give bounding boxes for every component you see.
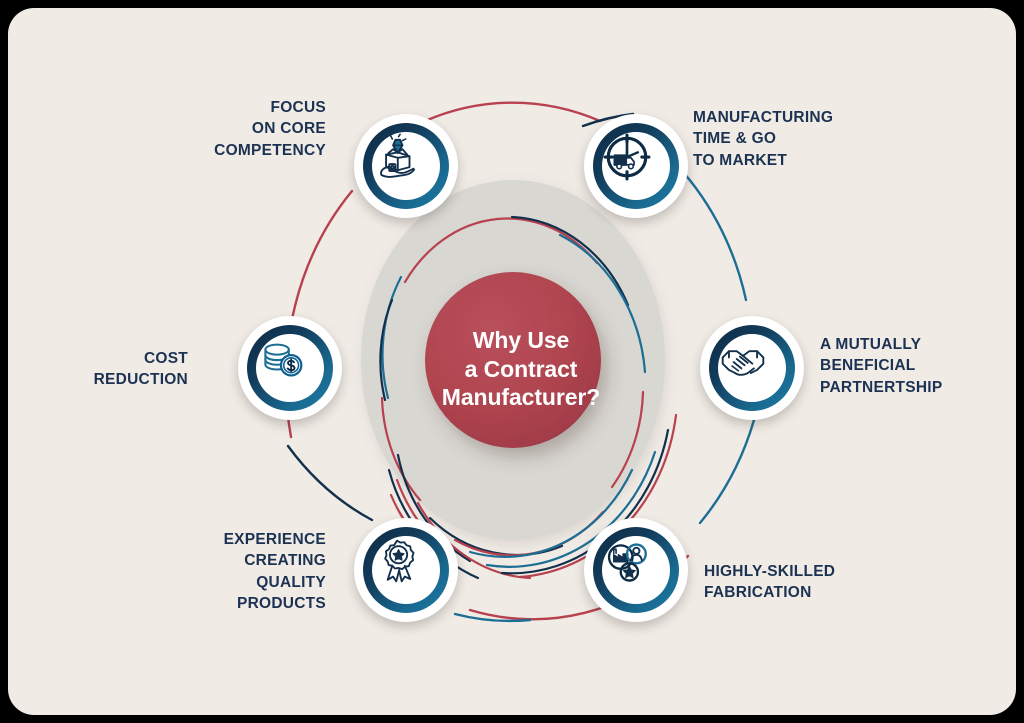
decorative-artwork xyxy=(8,8,1016,715)
node-focus-on-core-competency[interactable] xyxy=(354,114,458,218)
caption-line-3: TO MARKET xyxy=(693,151,788,169)
caption-line-2: BENEFICIAL xyxy=(820,357,916,375)
inner-arc-blue-left xyxy=(381,275,403,400)
caption-line-3: PARTNERTSHIP xyxy=(820,378,943,396)
node-experience-creating-quality-products[interactable] xyxy=(354,518,458,622)
caption-line-2: CREATING xyxy=(244,552,326,570)
puck-ring xyxy=(593,123,679,209)
lower-arc-navy-1 xyxy=(396,453,472,563)
outer-arc-blue-lower-right xyxy=(698,418,756,525)
caption-line-1: COST xyxy=(143,350,188,367)
puck-ring xyxy=(593,527,679,613)
caption-a-mutually-beneficial-partnertship: A MUTUALLY BENEFICIAL PARTNERTSHIP xyxy=(820,334,942,398)
inner-arc-red-right-lower xyxy=(610,390,645,489)
infographic-canvas: Why Use a Contract Manufacturer? xyxy=(8,8,1016,715)
caption-line-2: REDUCTION xyxy=(93,371,188,389)
caption-cost-reduction: COST REDUCTION xyxy=(94,348,188,391)
puck-ring xyxy=(247,325,333,411)
caption-line-2: FABRICATION xyxy=(704,584,812,602)
node-highly-skilled-fabrication[interactable] xyxy=(584,518,688,622)
hub-circle xyxy=(425,272,601,448)
caption-line-1: A MUTUALLY xyxy=(820,336,922,353)
caption-line-4: PRODUCTS xyxy=(237,595,326,613)
puck-ring-hole xyxy=(718,334,786,402)
caption-manufacturing-time-and-go-to-market: MANUFACTURING TIME & GO TO MARKET xyxy=(693,107,833,171)
caption-line-1: MANUFACTURING xyxy=(693,109,834,126)
box-gem-hand-icon xyxy=(372,132,422,182)
puck-ring-hole xyxy=(372,132,440,200)
caption-highly-skilled-fabrication: HIGHLY-SKILLED FABRICATION xyxy=(704,561,835,604)
inner-arc-navy-top-right xyxy=(510,215,630,307)
outer-arc-navy-lower-left xyxy=(286,444,374,522)
coins-dollar-icon xyxy=(256,334,306,384)
caption-line-3: QUALITY xyxy=(256,573,326,591)
lower-arc-red-2 xyxy=(416,501,532,580)
orbit-arcs-svg xyxy=(284,101,756,623)
lower-arc-blue-1 xyxy=(468,468,634,558)
inner-arc-navy-left xyxy=(379,298,394,402)
caption-line-1: FOCUS xyxy=(270,99,326,116)
inner-arc-red-left-lower xyxy=(380,396,422,502)
caption-line-2: TIME & GO xyxy=(693,130,777,148)
award-ribbon-icon xyxy=(372,536,422,586)
factory-person-star-icon xyxy=(602,536,652,586)
caption-line-2: ON CORE xyxy=(251,120,326,138)
node-a-mutually-beneficial-partnertship[interactable] xyxy=(700,316,804,420)
inner-arc-blue-top-right xyxy=(558,233,647,374)
node-manufacturing-time-and-go-to-market[interactable] xyxy=(584,114,688,218)
lower-arc-blue-2 xyxy=(485,450,657,568)
puck-ring xyxy=(709,325,795,411)
handshake-icon xyxy=(718,334,768,384)
caption-line-3: COMPETENCY xyxy=(214,141,326,159)
outer-arc-red-top xyxy=(423,101,602,123)
outer-arc-blue-bottom-left xyxy=(453,612,532,623)
clock-truck-icon xyxy=(602,132,652,182)
inner-arc-red-top xyxy=(403,217,599,284)
caption-experience-creating-quality-products: EXPERIENCE CREATING QUALITY PRODUCTS xyxy=(224,529,326,615)
caption-focus-on-core-competency: FOCUS ON CORE COMPETENCY xyxy=(214,97,326,161)
caption-line-1: EXPERIENCE xyxy=(223,531,326,548)
caption-line-1: HIGHLY-SKILLED xyxy=(704,563,836,580)
puck-ring xyxy=(363,123,449,209)
node-cost-reduction[interactable] xyxy=(238,316,342,420)
